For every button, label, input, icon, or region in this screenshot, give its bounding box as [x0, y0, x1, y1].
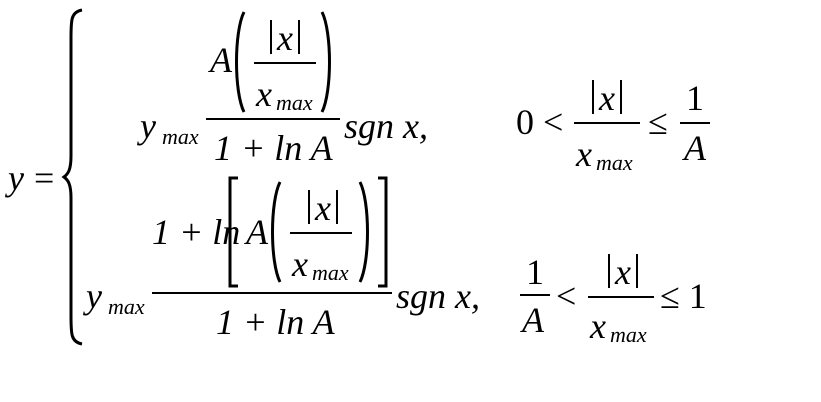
case1-cond-left: 0 <: [516, 102, 564, 142]
case2-denominator: 1 + ln A: [216, 302, 335, 342]
case2-abs-left: [308, 190, 310, 224]
case1-num-A: A: [210, 40, 232, 80]
case1-cond-frac-den: x: [576, 134, 592, 174]
case1-cond-abs-right: [620, 80, 622, 114]
case1-main-fraction-bar: [206, 118, 340, 120]
case1-left-paren: [235, 11, 246, 113]
case2-cond-abs-left: [608, 254, 610, 288]
case1-inner-fraction-bar: [254, 62, 316, 64]
case1-abs-left: [270, 20, 272, 54]
case1-right-paren: [320, 11, 331, 113]
case1-sgn: sgn x,: [344, 106, 428, 146]
case2-num-prefix: 1 + ln: [152, 212, 241, 252]
case2-inner-den-sub: max: [312, 260, 349, 285]
case2-left-paren: [271, 181, 282, 283]
case2-num-A: A: [246, 212, 268, 252]
case2-inner-den: x: [292, 244, 308, 284]
case2-cond-abs-right: [636, 254, 638, 288]
case2-right-bracket: [378, 176, 388, 288]
case2-cond-left-num: 1: [526, 252, 544, 292]
case1-cond-frac-num: x: [599, 78, 615, 118]
case2-cond-fraction-bar: [588, 296, 654, 298]
case1-cond-rel: ≤: [648, 102, 668, 142]
case1-coef-y: y: [140, 106, 156, 146]
case1-cond-right-den: A: [684, 128, 706, 168]
case1-cond-fraction-bar: [574, 122, 640, 124]
case2-cond-frac-den: x: [590, 306, 606, 346]
case1-cond-abs-left: [592, 80, 594, 114]
case2-cond-rel2: ≤ 1: [660, 276, 707, 316]
case1-cond-right-num: 1: [686, 78, 704, 118]
case1-cond-frac-den-sub: max: [596, 150, 633, 175]
case1-denominator: 1 + ln A: [214, 128, 333, 168]
case2-left-bracket: [228, 176, 238, 288]
lhs-variable: y: [8, 158, 24, 198]
case1-inner-num: x: [277, 18, 293, 58]
equals-sign: =: [34, 158, 55, 198]
case1-inner-den: x: [256, 74, 272, 114]
case2-cond-left-den: A: [522, 300, 544, 340]
case1-abs-right: [298, 20, 300, 54]
case2-sgn: sgn x,: [396, 276, 480, 316]
case2-coef-y: y: [86, 276, 102, 316]
case2-cond-frac-num: x: [615, 252, 631, 292]
case2-coef-sub: max: [108, 294, 145, 319]
case2-abs-right: [336, 190, 338, 224]
case2-cond-left-bar: [520, 294, 550, 296]
case2-right-paren: [358, 181, 369, 283]
case2-cond-rel1: <: [556, 276, 577, 316]
case1-coef-sub: max: [162, 124, 199, 149]
case2-main-fraction-bar: [152, 292, 392, 294]
case2-inner-fraction-bar: [290, 232, 352, 234]
case1-cond-right-bar: [680, 122, 710, 124]
case2-cond-frac-den-sub: max: [610, 322, 647, 347]
left-brace: [61, 8, 83, 346]
case1-inner-den-sub: max: [276, 90, 313, 115]
case2-inner-num: x: [315, 188, 331, 228]
